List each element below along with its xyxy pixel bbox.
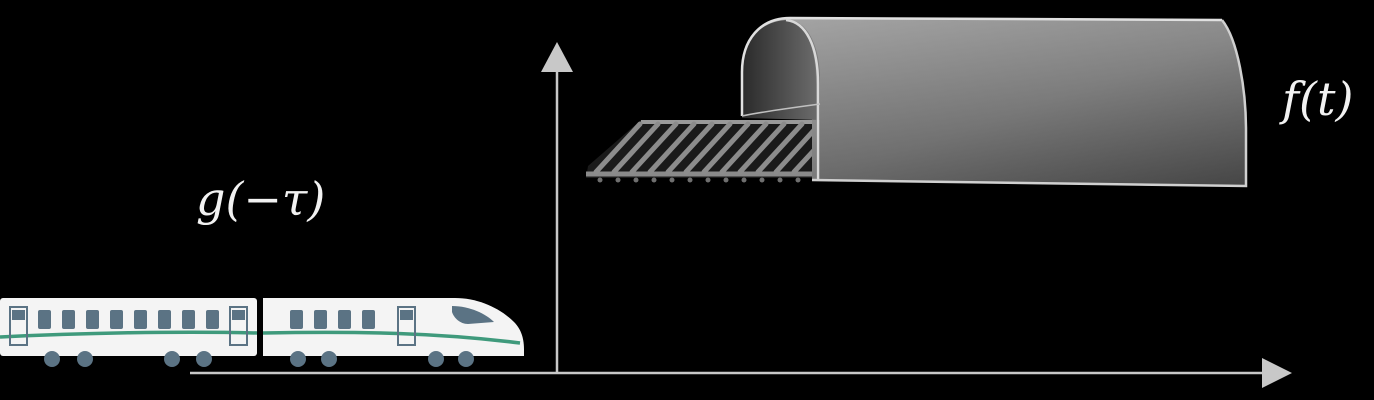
railway-track-icon <box>586 120 821 183</box>
tunnel-icon <box>740 16 1248 188</box>
train-icon <box>0 298 524 367</box>
axes <box>190 42 1292 388</box>
kernel-label: g(−τ) <box>196 172 326 226</box>
signal-label: f(t) <box>1282 72 1354 126</box>
y-axis-arrowhead <box>541 42 573 72</box>
x-axis-arrowhead <box>1262 358 1292 388</box>
